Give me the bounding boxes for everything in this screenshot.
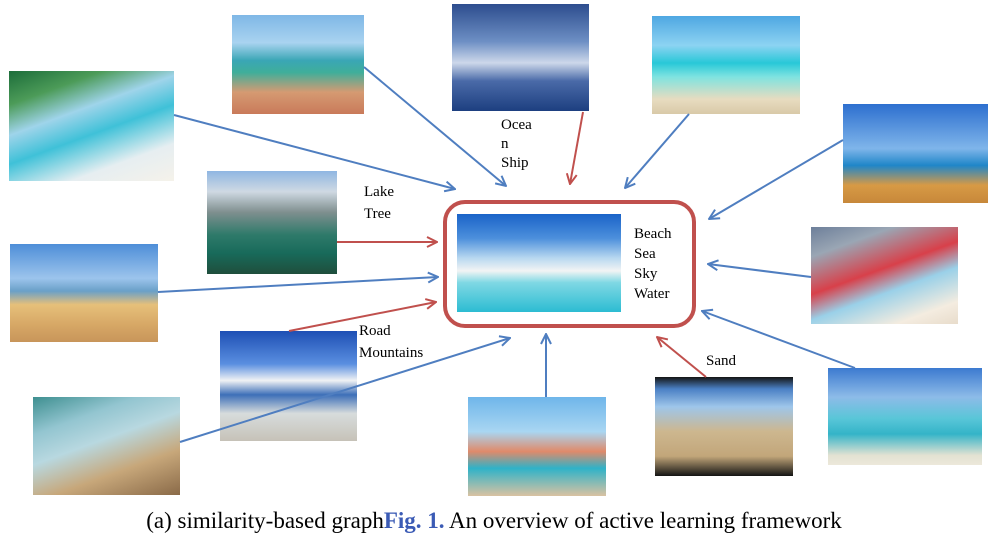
lake-tree-label: Lake Tree	[364, 184, 394, 222]
edge-kids	[179, 338, 510, 443]
edge-pier	[625, 113, 690, 188]
center-label: Water	[634, 286, 670, 302]
caption-text: An overview of active learning framework	[444, 508, 842, 533]
caption-prefix: (a) similarity-based graph	[146, 508, 384, 533]
edge-camera	[708, 264, 812, 278]
pier-photo	[652, 16, 800, 114]
center-labels: Beach Sea Sky Water	[634, 224, 671, 304]
island-photo	[232, 15, 364, 114]
sand-label: Sand	[706, 353, 736, 369]
camera-crew-photo	[811, 227, 958, 324]
center-label: Beach	[634, 226, 672, 242]
kids-beach-photo	[33, 397, 180, 495]
edge-island	[363, 66, 506, 186]
palm-beach-photo	[9, 71, 174, 181]
edge-coast	[709, 139, 844, 219]
coastline-photo	[843, 104, 988, 203]
tropical-cove-photo	[828, 368, 982, 465]
sandy-shore-photo	[10, 244, 158, 342]
mountain-lake-photo	[207, 171, 337, 274]
caption-fig-label: Fig. 1.	[383, 508, 445, 533]
edge-sailboat	[570, 111, 584, 184]
edge-road	[288, 302, 436, 332]
ocean-ship-label: Ocea n Ship	[501, 117, 532, 171]
girls-beach-photo	[468, 397, 606, 496]
edge-shore	[157, 277, 438, 293]
edge-sand	[657, 337, 707, 378]
center-node-frame	[443, 200, 696, 328]
edge-palm	[173, 114, 455, 189]
center-label: Sea	[634, 246, 656, 262]
figure-caption: (a) similarity-based graphFig. 1. An ove…	[0, 508, 988, 534]
center-beach-photo	[457, 214, 621, 312]
center-label: Sky	[634, 266, 658, 282]
sand-dunes-photo	[655, 377, 793, 476]
road-mountains-label: Road Mountains	[359, 323, 424, 361]
edge-cove	[702, 311, 856, 369]
sailboat-photo	[452, 4, 589, 111]
